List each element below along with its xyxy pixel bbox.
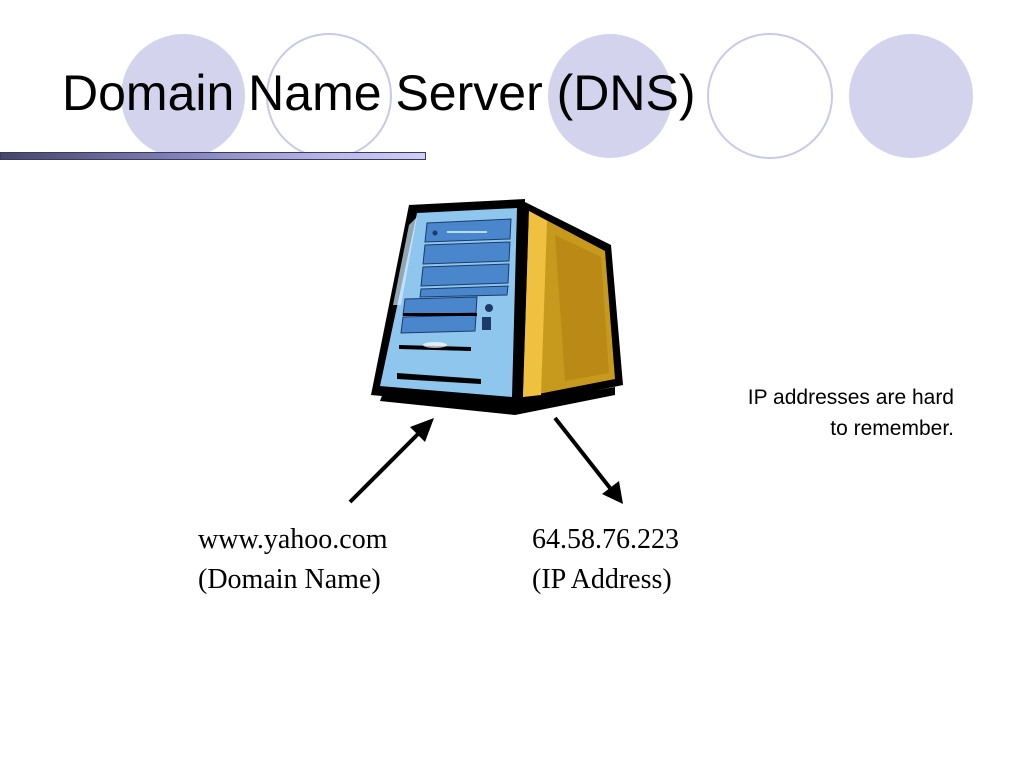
note-line-2: to remember. bbox=[830, 417, 954, 440]
arrow-server-to-ip bbox=[553, 416, 623, 504]
ip-address-label: 64.58.76.223 (IP Address) bbox=[532, 520, 679, 600]
ip-address-caption: (IP Address) bbox=[532, 564, 672, 595]
title-underline-bar bbox=[0, 152, 426, 160]
domain-name-value: www.yahoo.com bbox=[198, 524, 388, 555]
arrows bbox=[348, 416, 623, 504]
arrow-domain-to-server bbox=[348, 418, 434, 504]
domain-name-caption: (Domain Name) bbox=[198, 564, 381, 595]
decorative-circle-3 bbox=[548, 34, 672, 158]
decorative-circle-4 bbox=[707, 33, 833, 159]
domain-name-label: www.yahoo.com (Domain Name) bbox=[198, 520, 387, 600]
ip-address-value: 64.58.76.223 bbox=[532, 524, 679, 555]
note-line-1: IP addresses are hard bbox=[747, 386, 954, 409]
decorative-circle-1 bbox=[121, 34, 245, 158]
note-text: IP addresses are hard to remember. bbox=[654, 382, 954, 444]
slide-title: Domain Name Server (DNS) bbox=[62, 65, 696, 121]
server-computer-icon bbox=[371, 199, 623, 415]
decorative-circle-5 bbox=[849, 34, 973, 158]
decorative-circles bbox=[121, 33, 973, 159]
